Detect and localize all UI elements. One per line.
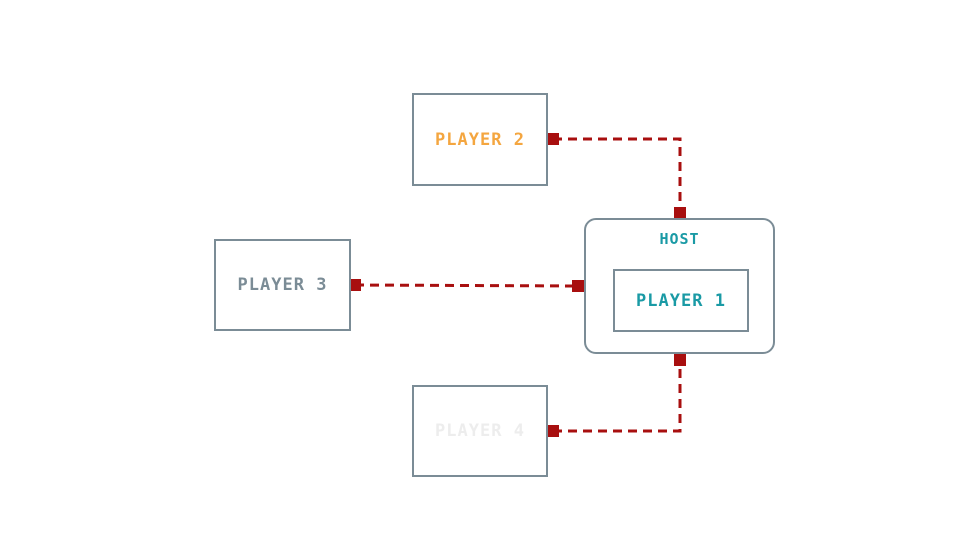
link-player2-host xyxy=(553,137,682,213)
player-2-box[interactable]: PLAYER 2 xyxy=(412,93,548,186)
link-player4-host xyxy=(553,360,682,433)
connector-host-left xyxy=(572,280,584,292)
player-4-label: PLAYER 4 xyxy=(435,421,525,441)
host-box[interactable]: HOST PLAYER 1 xyxy=(584,218,775,354)
connector-player4 xyxy=(547,425,559,437)
player-2-label: PLAYER 2 xyxy=(435,129,525,150)
connector-player2 xyxy=(547,133,559,145)
player-1-box[interactable]: PLAYER 1 xyxy=(613,269,749,332)
player-3-box[interactable]: PLAYER 3 xyxy=(214,239,351,331)
link-player3-host xyxy=(354,283,579,288)
player-3-label: PLAYER 3 xyxy=(237,275,328,295)
player-1-label: PLAYER 1 xyxy=(636,290,726,311)
host-label: HOST xyxy=(659,230,700,248)
connector-host-bottom xyxy=(674,354,686,366)
player-4-box[interactable]: PLAYER 4 xyxy=(412,385,548,477)
